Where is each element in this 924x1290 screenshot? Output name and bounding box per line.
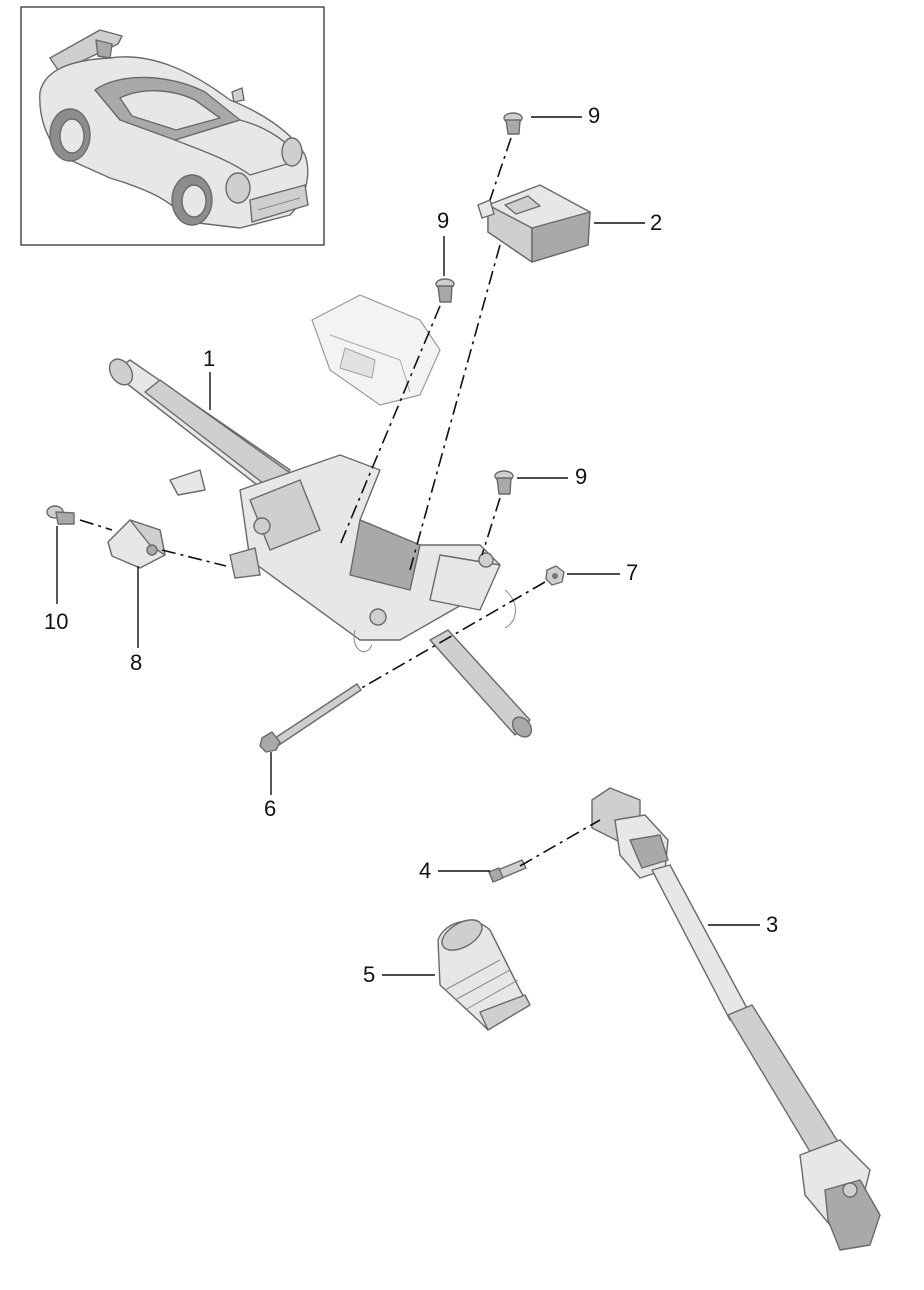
callout-9-upper[interactable]: 9 [588,103,600,128]
callout-7[interactable]: 7 [626,560,638,585]
callout-4[interactable]: 4 [419,858,431,883]
callout-2[interactable]: 2 [650,210,662,235]
electronic-steering-lock-ghost [311,294,441,406]
part-7-nut[interactable] [545,565,565,586]
part-1-steering-column[interactable] [105,355,535,741]
part-2-control-module[interactable] [477,184,591,263]
part-10-screw[interactable] [46,505,75,525]
part-9-screw-upper[interactable] [503,112,523,135]
part-8-bracket[interactable] [107,519,166,569]
callout-6[interactable]: 6 [264,796,276,821]
callout-5[interactable]: 5 [363,962,375,987]
part-5-boot-seal[interactable] [437,914,531,1031]
callout-1[interactable]: 1 [203,346,215,371]
callout-3[interactable]: 3 [766,912,778,937]
part-9-screw-middle[interactable] [435,278,455,303]
callout-9-lower[interactable]: 9 [575,464,587,489]
part-4-bolt[interactable] [488,859,527,883]
part-9-screw-lower[interactable] [494,470,514,495]
car-illustration [39,29,309,229]
part-6-bolt[interactable] [259,683,362,753]
callouts: 1 2 3 4 5 6 7 8 9 9 9 10 [44,103,778,987]
callout-10[interactable]: 10 [44,609,68,634]
callout-8[interactable]: 8 [130,650,142,675]
part-3-intermediate-shaft[interactable] [591,787,881,1251]
vehicle-thumbnail[interactable] [20,6,325,246]
assembly-lines [79,137,601,867]
callout-9-middle[interactable]: 9 [437,208,449,233]
